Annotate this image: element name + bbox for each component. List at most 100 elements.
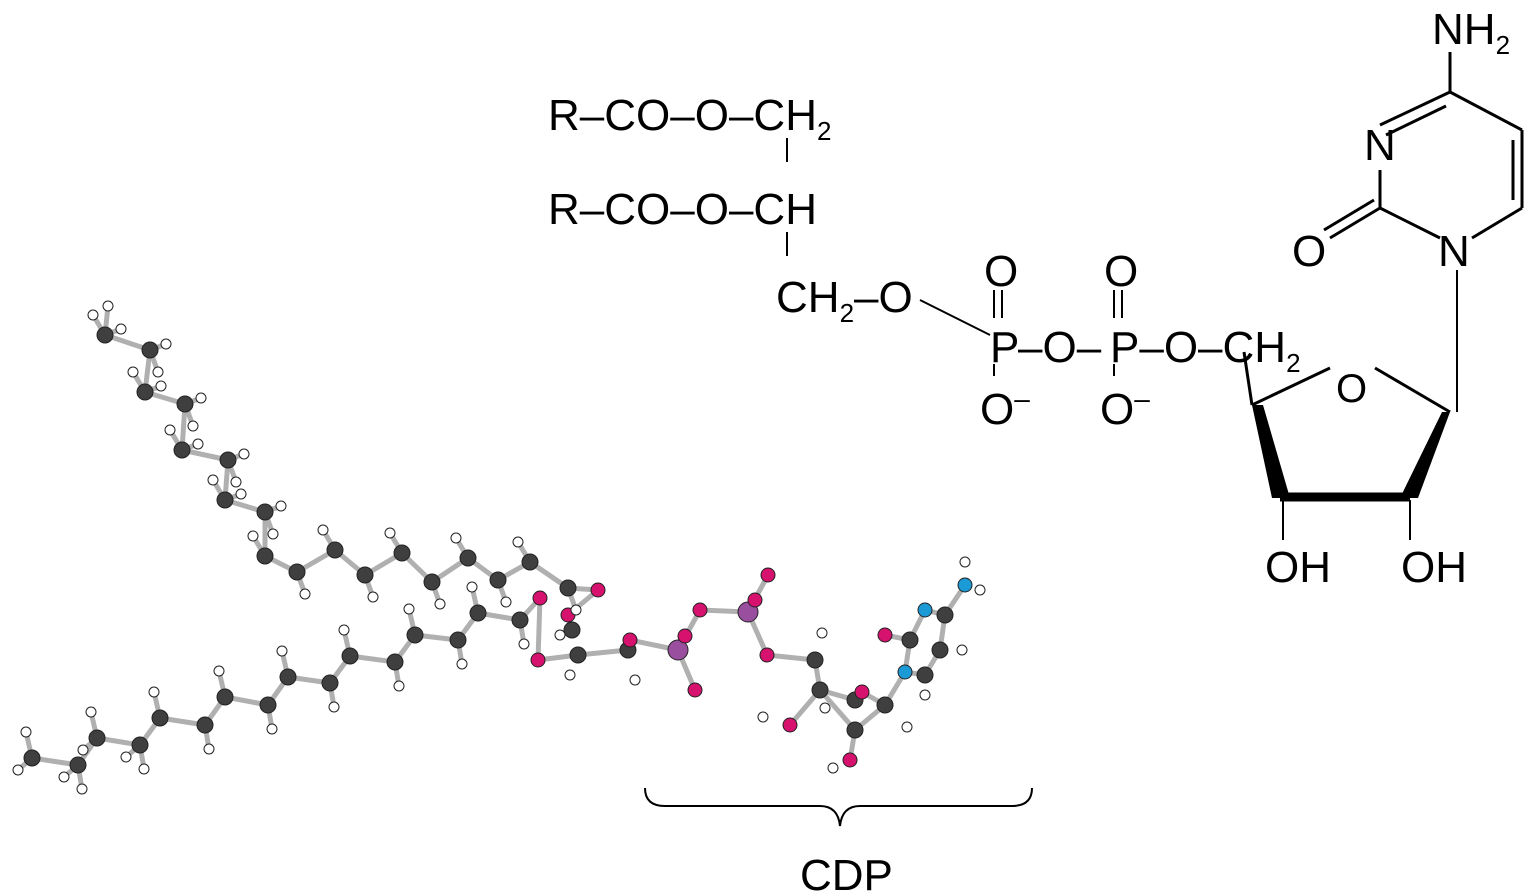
- carbon-atom: [216, 491, 234, 509]
- hydrogen-atom: [456, 658, 468, 670]
- hydrogen-atom: [816, 627, 828, 639]
- hydrogen-atom: [203, 743, 215, 755]
- hydrogen-atom: [187, 420, 199, 432]
- hydrogen-atom: [393, 680, 405, 692]
- hydrogen-atom: [58, 771, 70, 783]
- oxygen-atom: [590, 582, 606, 598]
- p2-tail-label: P–O–CH2: [1110, 323, 1301, 378]
- oxygen-atom: [530, 652, 546, 668]
- carbon-atom: [806, 651, 824, 669]
- hydrogen-atom: [164, 424, 176, 436]
- carbon-atom: [216, 688, 234, 706]
- p1-o-minus: O–: [980, 383, 1030, 434]
- carbon-atom: [846, 721, 864, 739]
- acyl-chain-1-label: R–CO–O–CH2: [548, 91, 831, 146]
- hydroxyl-2: OH: [1265, 543, 1331, 592]
- carbon-atom: [321, 674, 339, 692]
- hydrogen-atom: [230, 476, 242, 488]
- carbon-atom: [136, 383, 154, 401]
- hydrogen-atom: [238, 448, 250, 460]
- hydrogen-atom: [102, 300, 114, 312]
- hydrogen-atom: [115, 323, 127, 335]
- oxygen-atom: [782, 717, 798, 733]
- carbon-atom: [423, 573, 441, 591]
- hydrogen-atom: [127, 366, 139, 378]
- hydrogen-atom: [267, 528, 279, 540]
- hydrogen-atom: [192, 438, 204, 450]
- carbon-atom: [256, 547, 274, 565]
- hydroxyl-3: OH: [1401, 543, 1467, 592]
- p1-label: P: [990, 323, 1019, 372]
- ring-oxygen: O: [1336, 367, 1367, 411]
- carbon-atom: [406, 626, 424, 644]
- ball-and-stick-model: [12, 300, 986, 795]
- structural-formula: R–CO–O–CH2 R–CO–O–CH CH2–O O P O– –O– O …: [548, 5, 1524, 592]
- carbon-atom: [259, 696, 277, 714]
- ring-nitrogen-3: N: [1364, 121, 1396, 170]
- hydrogen-atom: [20, 726, 32, 738]
- carbon-atom: [559, 579, 577, 597]
- hydrogen-atom: [148, 686, 160, 698]
- hydrogen-atom: [87, 309, 99, 321]
- hydrogen-atom: [956, 644, 968, 656]
- hydrogen-atom: [207, 474, 219, 486]
- carbon-atom: [393, 544, 411, 562]
- carbon-atom: [916, 666, 934, 684]
- hydrogen-atom: [919, 689, 931, 701]
- carbon-atom: [459, 549, 477, 567]
- oxygen-atom: [532, 590, 548, 606]
- carbon-atom: [69, 756, 87, 774]
- hydrogen-atom: [554, 629, 566, 641]
- hydrogen-atom: [160, 338, 172, 350]
- cytosine-ring: [1323, 52, 1524, 240]
- ribose-ring: [1242, 270, 1458, 540]
- model-atoms: [12, 300, 986, 795]
- carbon-atom: [341, 647, 359, 665]
- carbon-atom: [563, 621, 581, 639]
- hydrogen-atom: [328, 701, 340, 713]
- hydrogen-atom: [757, 711, 769, 723]
- hydrogen-atom: [901, 721, 913, 733]
- hydrogen-atom: [384, 527, 396, 539]
- carbon-atom: [96, 326, 114, 344]
- carbon-atom: [356, 566, 374, 584]
- oxygen-atom: [854, 684, 870, 700]
- hydrogen-atom: [403, 603, 415, 615]
- hydrogen-atom: [500, 596, 512, 608]
- carbon-atom: [811, 681, 829, 699]
- carbon-atom: [569, 646, 587, 664]
- hydrogen-atom: [512, 536, 524, 548]
- oxygen-atom: [677, 628, 693, 644]
- hydrogen-atom: [275, 500, 287, 512]
- carbon-atom: [151, 709, 169, 727]
- nitrogen-atom: [897, 664, 913, 680]
- p2-double-o: O: [1104, 247, 1138, 296]
- acyl-chain-2-label: R–CO–O–CH: [548, 185, 817, 234]
- oxygen-atom: [760, 567, 776, 583]
- hydrogen-atom: [12, 764, 24, 776]
- carbon-atom: [131, 736, 149, 754]
- carbon-atom: [256, 503, 274, 521]
- carbon-atom: [326, 541, 344, 559]
- carbonyl-oxygen: O: [1292, 227, 1326, 276]
- hydrogen-atom: [247, 530, 259, 542]
- nitrogen-atom: [917, 602, 933, 618]
- bridge-oxygen: –O–: [1018, 323, 1102, 372]
- hydrogen-atom: [317, 524, 329, 536]
- carbon-atom: [176, 395, 194, 413]
- carbon-atom: [876, 696, 894, 714]
- model-bond: [535, 595, 543, 663]
- carbon-atom: [196, 716, 214, 734]
- hydrogen-atom: [367, 591, 379, 603]
- hydrogen-atom: [276, 645, 288, 657]
- carbon-atom: [386, 653, 404, 671]
- carbon-atom: [279, 668, 297, 686]
- carbon-atom: [449, 631, 467, 649]
- carbon-atom: [23, 749, 41, 767]
- hydrogen-atom: [155, 380, 167, 392]
- hydrogen-atom: [434, 598, 446, 610]
- hydrogen-atom: [819, 702, 831, 714]
- hydrogen-atom: [120, 751, 132, 763]
- phosphorus-atom: [667, 639, 689, 661]
- p1-double-o: O: [984, 247, 1018, 296]
